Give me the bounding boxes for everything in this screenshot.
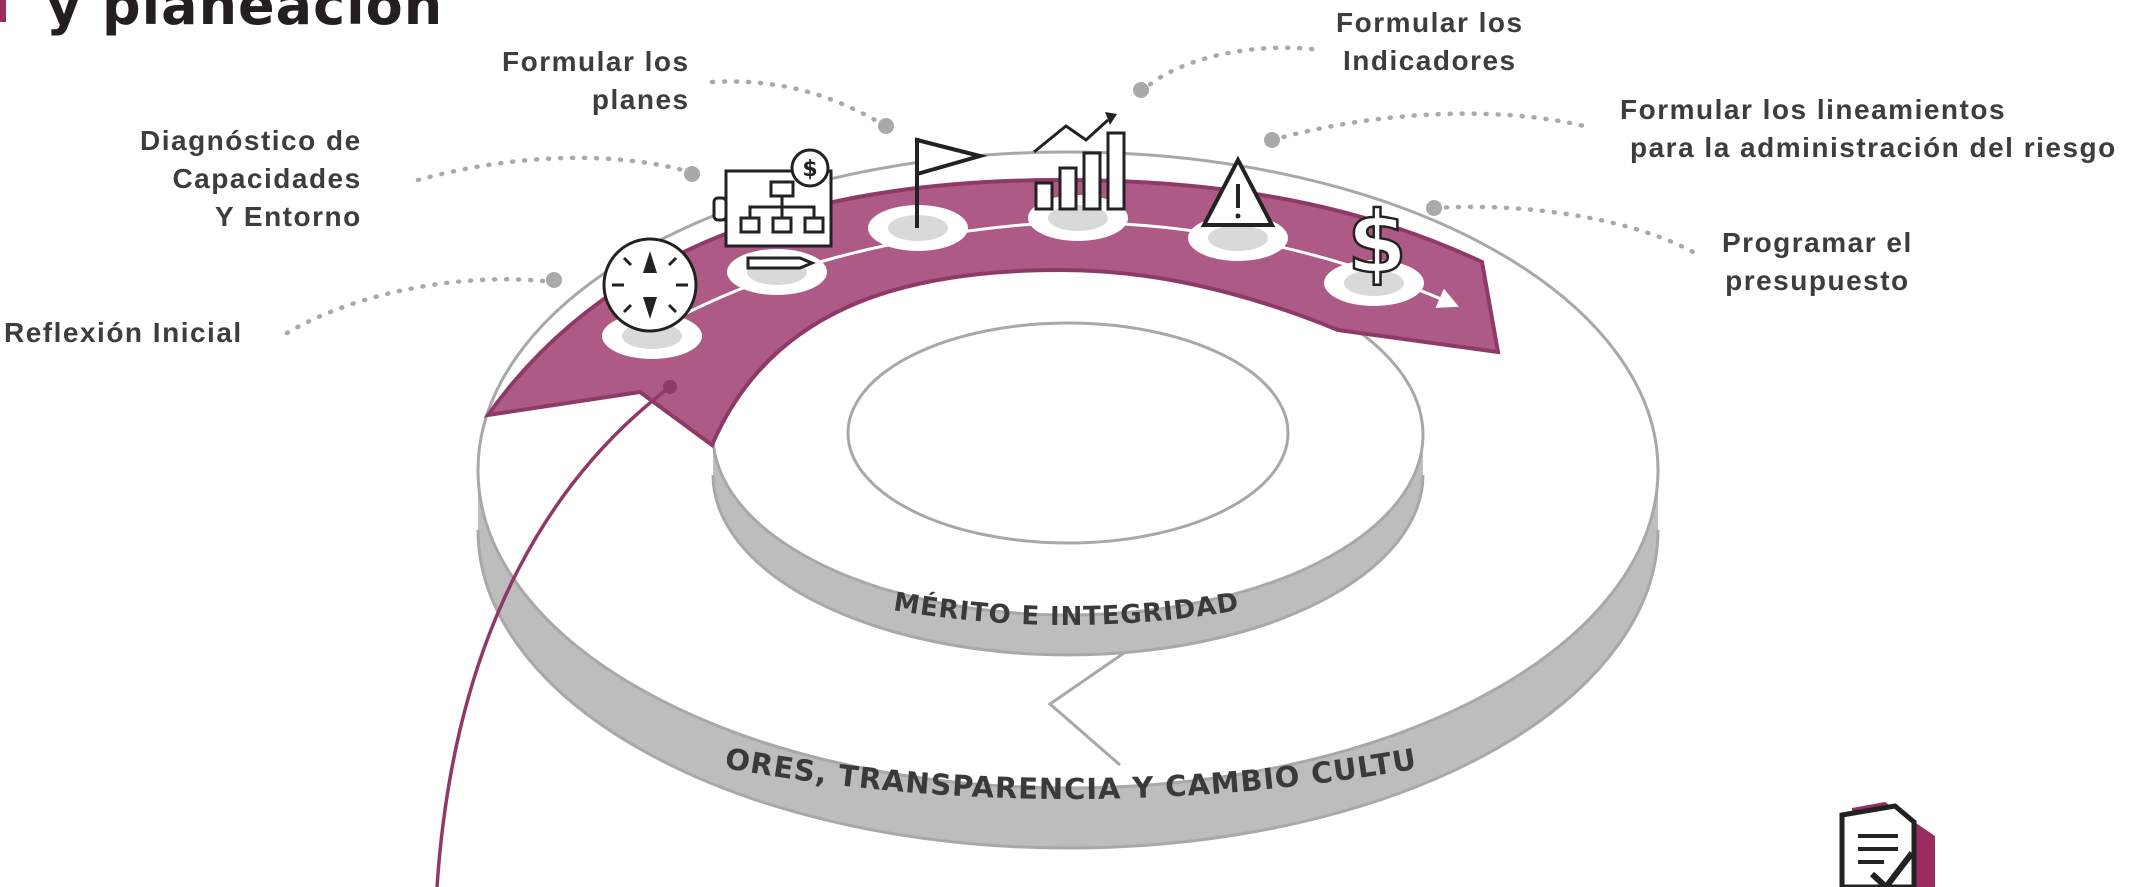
pointer-line-dot [663,380,677,394]
connector-endpoints [546,82,1442,288]
step-pedestals [602,195,1424,359]
checklist-document-icon [1839,802,1935,887]
svg-text:$: $ [802,157,817,182]
warning-icon [1200,155,1276,227]
compass-icon [602,237,698,333]
dollar-icon: $ [1347,193,1407,293]
step-label-lineamientos-riesgo: Formular los lineamientos para la admini… [1620,94,2117,163]
label-connectors [284,45,1703,336]
title-accent-mark [0,0,6,22]
step-label-diagnostico: Diagnóstico de Capacidades Y Entorno [140,125,362,232]
page-title: y planeación [46,0,444,37]
center-hole [846,321,1290,545]
org-chart-icon: $ [712,148,833,270]
flag-icon [915,137,988,228]
ring-divider [1047,651,1125,767]
pointer-line [435,385,672,887]
bar-chart-icon [1033,112,1126,211]
step-label-formular-planes: Formular los planes [502,46,690,115]
step-label-formular-indicadores: Formular los Indicadores [1336,7,1524,76]
step-label-programar-presupuesto: Programar el presupuesto [1722,227,1913,296]
step-label-reflexion-inicial: Reflexión Inicial [4,317,243,348]
